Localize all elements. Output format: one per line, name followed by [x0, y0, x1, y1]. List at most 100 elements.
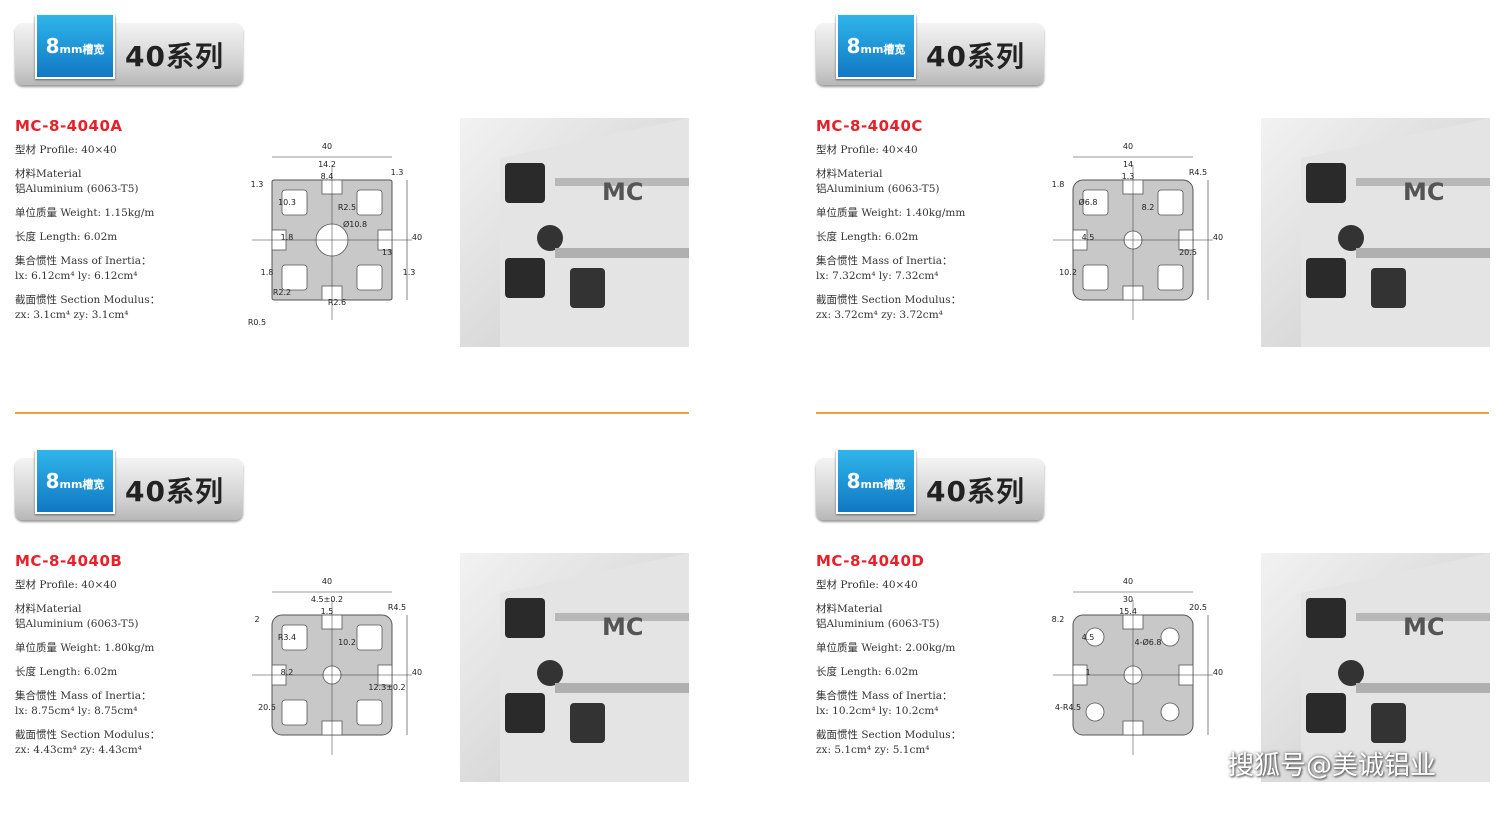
corner-cavity — [1082, 264, 1109, 291]
spec-length: 长度 Length: 6.02m — [816, 666, 919, 678]
spec-material-label: 材料Material — [15, 168, 82, 180]
spec-modulus-label: 截面惯性 Section Modulus： — [816, 294, 962, 306]
slot-width-value: 8 — [846, 469, 861, 493]
photo-logo: MC — [1403, 178, 1445, 206]
profile-photo-render — [1301, 118, 1490, 347]
slot-width-value: 8 — [45, 34, 60, 58]
series-title: 40系列 — [125, 475, 224, 508]
spec-weight: 单位质量 Weight: 1.15kg/m — [15, 207, 155, 219]
dimension-label: 4.5±0.2 — [311, 595, 343, 604]
product-photo: MC — [1261, 118, 1490, 347]
dimension-label: Ø6.8 — [1078, 197, 1097, 207]
spec-inertia-label: 集合惯性 Mass of Inertia： — [15, 255, 152, 267]
profile-photo-render — [1301, 553, 1490, 782]
dimension-label: 8.4 — [321, 172, 334, 181]
spec-inertia-label: 集合惯性 Mass of Inertia： — [816, 255, 953, 267]
model-number: MC-8-4040B — [15, 552, 123, 570]
product-photo: MC — [460, 553, 689, 782]
slot-width-value: 8 — [45, 469, 60, 493]
spec-modulus: zx: 3.1cm⁴ zy: 3.1cm⁴ — [15, 309, 129, 321]
profile-photo-render — [500, 118, 689, 347]
spec-profile: 型材 Profile: 40×40 — [816, 579, 918, 591]
corner-cavity — [281, 189, 308, 216]
dimension-label: R2.2 — [273, 288, 291, 297]
spec-material-label: 材料Material — [816, 168, 883, 180]
spec-inertia: lx: 7.32cm⁴ ly: 7.32cm⁴ — [816, 270, 939, 282]
dimension-label: 1.5 — [321, 607, 334, 616]
dimension-label: 8.2 — [1142, 203, 1155, 212]
dimension-label: R4.5 — [1189, 168, 1207, 177]
series-title: 40系列 — [926, 475, 1025, 508]
spec-weight: 单位质量 Weight: 1.40kg/mm — [816, 207, 966, 219]
corner-cavity — [1157, 189, 1184, 216]
dimension-label: 40 — [322, 577, 332, 586]
spec-length: 长度 Length: 6.02m — [15, 666, 118, 678]
dimension-label: 13 — [382, 248, 392, 257]
dimension-label: 40 — [412, 668, 422, 677]
dimension-label: 1.3 — [251, 180, 264, 189]
dimension-label: 20.5 — [1189, 603, 1207, 612]
corner-cavity — [281, 264, 308, 291]
spec-profile: 型材 Profile: 40×40 — [15, 579, 117, 591]
spec-material: 铝Aluminium (6063-T5) — [15, 183, 139, 195]
dimension-label: R2.6 — [328, 298, 346, 307]
dimension-label: 4-R4.5 — [1055, 703, 1081, 712]
profile-4040a-drawing: 404014.28.41.31.310.31.8R2.51.8131.3R2.2… — [248, 142, 422, 327]
corner-cavity — [281, 699, 308, 726]
corner-cavity — [356, 189, 383, 216]
corner-hole — [1160, 702, 1180, 722]
dimension-label: 20.5 — [1179, 248, 1197, 257]
corner-cavity — [281, 624, 308, 651]
dimension-label: 1.8 — [1052, 180, 1065, 189]
dimension-label: 8.2 — [281, 668, 294, 677]
series-title: 40系列 — [125, 40, 224, 73]
dimension-label: 4-Ø6.8 — [1135, 637, 1162, 647]
spec-material: 铝Aluminium (6063-T5) — [15, 618, 139, 630]
profile-photo-render — [500, 553, 689, 782]
slot-width-unit: mm槽宽 — [860, 42, 906, 56]
spec-profile: 型材 Profile: 40×40 — [15, 144, 117, 156]
spec-inertia: lx: 8.75cm⁴ ly: 8.75cm⁴ — [15, 705, 138, 717]
spec-modulus: zx: 3.72cm⁴ zy: 3.72cm⁴ — [816, 309, 943, 321]
spec-weight: 单位质量 Weight: 1.80kg/m — [15, 642, 155, 654]
spec-profile: 型材 Profile: 40×40 — [816, 144, 918, 156]
spec-modulus: zx: 5.1cm⁴ zy: 5.1cm⁴ — [816, 744, 930, 756]
dimension-label: 40 — [322, 142, 332, 151]
dimension-label: R0.5 — [248, 318, 266, 327]
model-number: MC-8-4040C — [816, 117, 923, 135]
dimension-label: 4.5 — [1082, 633, 1095, 642]
dimension-label: 40 — [1123, 142, 1133, 151]
spec-material: 铝Aluminium (6063-T5) — [816, 618, 940, 630]
spec-material-label: 材料Material — [816, 603, 883, 615]
model-number: MC-8-4040A — [15, 117, 123, 135]
dimension-label: 1.3 — [403, 268, 416, 277]
spec-inertia-label: 集合惯性 Mass of Inertia： — [15, 690, 152, 702]
dimension-label: 1 — [1085, 668, 1090, 677]
spec-weight: 单位质量 Weight: 2.00kg/m — [816, 642, 956, 654]
corner-cavity — [1082, 189, 1109, 216]
dimension-label: 1.8 — [281, 233, 294, 242]
dimension-label: 15.4 — [1119, 607, 1137, 616]
spec-modulus: zx: 4.43cm⁴ zy: 4.43cm⁴ — [15, 744, 142, 756]
dimension-label: 14 — [1123, 160, 1133, 169]
dimension-label: Ø10.8 — [343, 219, 367, 229]
dimension-label: 1.3 — [1122, 172, 1135, 181]
dimension-label: 1.8 — [261, 268, 274, 277]
spec-inertia-label: 集合惯性 Mass of Inertia： — [816, 690, 953, 702]
dimension-label: 1.3 — [391, 168, 404, 177]
photo-logo: MC — [602, 613, 644, 641]
dimension-label: 10.2 — [338, 638, 356, 647]
series-title: 40系列 — [926, 40, 1025, 73]
watermark: 搜狐号@美诚铝业 — [1228, 751, 1437, 781]
dimension-label: R4.5 — [388, 603, 406, 612]
